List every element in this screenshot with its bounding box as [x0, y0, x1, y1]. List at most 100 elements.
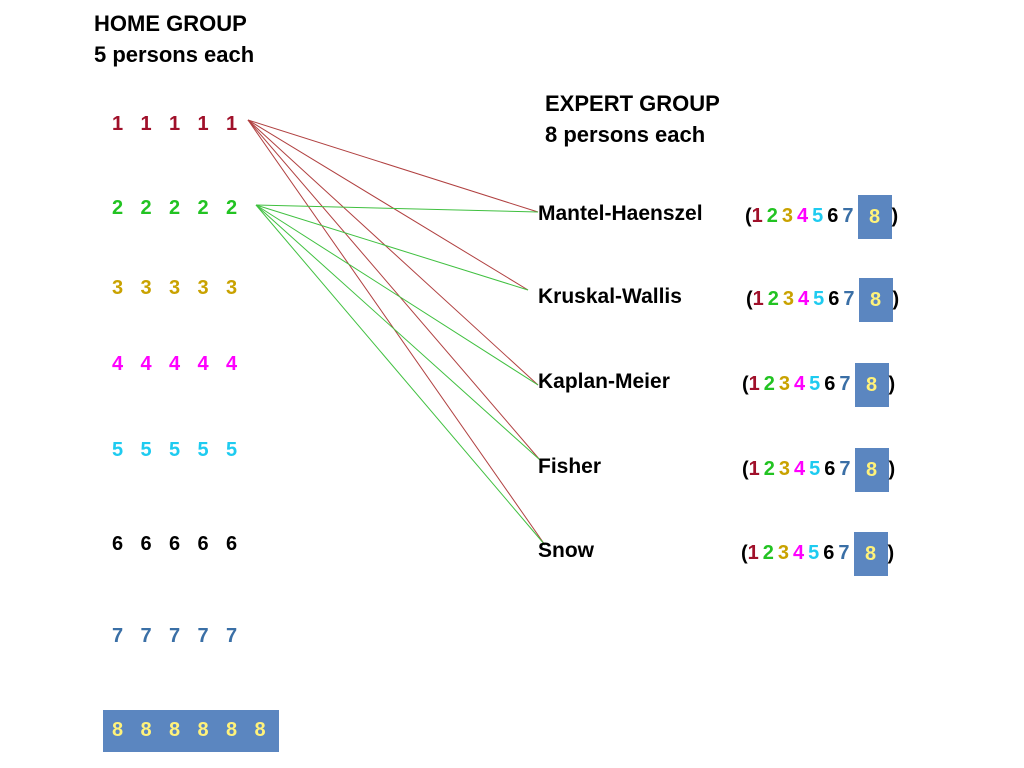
home-member: 4 [140, 353, 152, 375]
home-member: 8 [140, 719, 152, 741]
expert-member: 4 [793, 542, 805, 565]
expert-member-8-box: 8 [854, 363, 889, 407]
expert-member: 6 [827, 205, 839, 228]
home-member: 1 [197, 113, 209, 135]
home-row-8-highlight-box [103, 710, 279, 752]
expert-member: 6 [828, 288, 840, 311]
expert-group-title-line1: EXPERT GROUP [545, 91, 720, 116]
expert-member: 1 [748, 373, 760, 396]
expert-member: 2 [766, 205, 778, 228]
home-member: 4 [112, 353, 124, 375]
home-member: 5 [169, 439, 181, 461]
expert-group-name: Kruskal-Wallis [538, 285, 682, 308]
home-member: 3 [112, 277, 124, 299]
home-member: 8 [197, 719, 209, 741]
open-paren: ( [742, 373, 749, 396]
home-member: 7 [140, 625, 152, 647]
expert-group-name: Fisher [538, 455, 602, 478]
expert-member: 5 [809, 373, 821, 396]
home-member: 7 [112, 625, 124, 647]
expert-member: 4 [794, 458, 806, 481]
home-member: 8 [112, 719, 124, 741]
home-member: 1 [112, 113, 124, 135]
home-member: 2 [169, 197, 181, 219]
expert-member: 3 [782, 288, 795, 311]
expert-member: 1 [747, 542, 759, 565]
home-member: 3 [226, 277, 238, 299]
home-member: 7 [226, 625, 238, 647]
link-row-2-to-kaplan-meier [255, 204, 539, 386]
expert-group-name: Snow [538, 539, 594, 562]
open-paren: ( [746, 288, 753, 311]
home-member: 1 [169, 113, 181, 135]
expert-member: 7 [839, 458, 851, 481]
expert-member: 7 [843, 288, 855, 311]
home-member: 2 [197, 197, 209, 219]
link-row-2-to-mantel-haenszel [255, 204, 539, 213]
expert-member: 5 [813, 288, 825, 311]
home-member: 3 [197, 277, 209, 299]
expert-member: 6 [823, 542, 835, 565]
expert-member: 7 [842, 205, 854, 228]
expert-member: 3 [777, 542, 790, 565]
expert-member: 1 [752, 288, 764, 311]
expert-member: 4 [797, 205, 809, 228]
expert-group-name: Kaplan-Meier [538, 370, 670, 393]
expert-member: 5 [809, 458, 821, 481]
close-paren: ) [888, 373, 896, 396]
home-member: 1 [140, 113, 152, 135]
close-paren: ) [892, 288, 900, 311]
expert-member: 2 [762, 542, 774, 565]
home-member: 2 [140, 197, 152, 219]
home-member: 8 [254, 719, 266, 741]
open-paren: ( [745, 205, 752, 228]
expert-group-title-line2: 8 persons each [545, 122, 706, 147]
link-row-2-to-fisher [255, 204, 541, 461]
expert-member: 7 [838, 542, 850, 565]
home-member: 5 [226, 439, 238, 461]
expert-member: 5 [808, 542, 820, 565]
home-member: 6 [226, 533, 238, 555]
expert-member-8-box: 8 [858, 278, 893, 322]
link-row-1-to-kruskal-wallis [247, 119, 529, 291]
close-paren: ) [891, 205, 899, 228]
expert-member: 6 [824, 458, 836, 481]
expert-group-title: EXPERT GROUP 8 persons each [545, 88, 720, 150]
home-member: 7 [197, 625, 209, 647]
link-row-1-to-fisher [247, 119, 541, 461]
expert-member: 4 [794, 373, 806, 396]
link-row-2-to-snow [255, 204, 546, 546]
expert-member: 1 [751, 205, 763, 228]
home-member: 6 [140, 533, 152, 555]
expert-member: 2 [767, 288, 779, 311]
expert-member: 6 [824, 373, 836, 396]
home-member: 4 [226, 353, 238, 375]
expert-member: 7 [839, 373, 851, 396]
home-member: 5 [140, 439, 152, 461]
home-member: 8 [169, 719, 181, 741]
close-paren: ) [887, 542, 895, 565]
home-member: 6 [169, 533, 181, 555]
expert-member: 5 [812, 205, 824, 228]
home-group-title-line1: HOME GROUP [94, 11, 247, 36]
open-paren: ( [742, 458, 749, 481]
expert-member: 3 [781, 205, 794, 228]
home-member: 6 [112, 533, 124, 555]
expert-member: 2 [763, 458, 775, 481]
expert-member-8-box: 8 [854, 448, 889, 492]
home-group-title-line2: 5 persons each [94, 42, 255, 67]
home-member: 1 [226, 113, 238, 135]
open-paren: ( [741, 542, 748, 565]
